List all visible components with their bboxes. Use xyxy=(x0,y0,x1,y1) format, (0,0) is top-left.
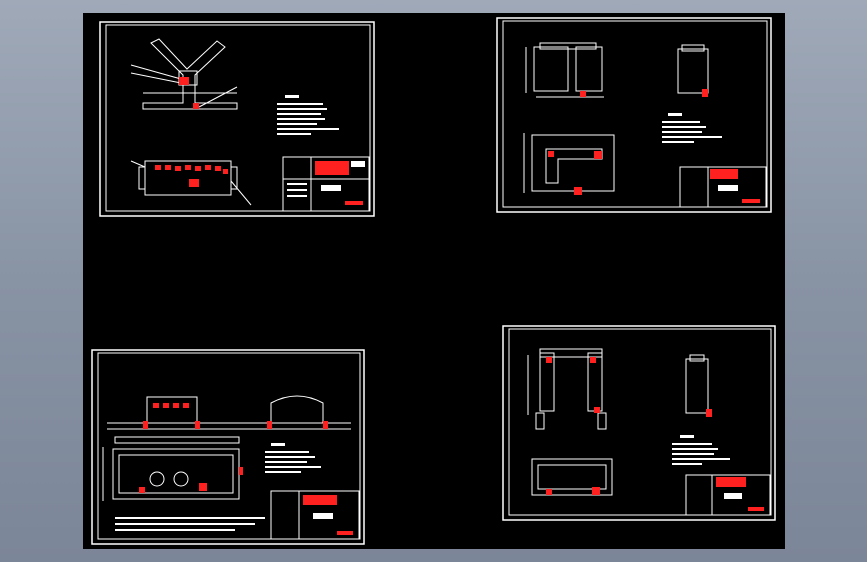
drawing-sheet-3[interactable] xyxy=(91,349,365,545)
plan-view xyxy=(523,133,615,193)
y-shape-part xyxy=(130,38,238,110)
plan-view xyxy=(531,458,613,496)
drawing-sheet-2[interactable] xyxy=(496,17,772,213)
cad-viewport[interactable] xyxy=(83,13,785,549)
title-block xyxy=(685,474,771,516)
front-view xyxy=(525,42,604,98)
elevation-view xyxy=(107,395,351,444)
title-block xyxy=(282,156,370,212)
tank-section xyxy=(102,447,240,501)
notes-block xyxy=(115,443,321,531)
section-view xyxy=(130,160,252,206)
title-block xyxy=(679,166,767,208)
red-marks xyxy=(155,165,228,187)
side-view xyxy=(685,354,709,414)
side-view xyxy=(677,44,709,94)
notes-block xyxy=(672,435,730,465)
front-view xyxy=(527,348,607,430)
notes-block xyxy=(662,113,722,143)
drawing-sheet-1[interactable] xyxy=(99,21,375,217)
notes-block xyxy=(277,95,339,135)
drawing-sheet-4[interactable] xyxy=(502,325,776,521)
title-block xyxy=(270,490,360,540)
red-marks xyxy=(143,403,328,429)
